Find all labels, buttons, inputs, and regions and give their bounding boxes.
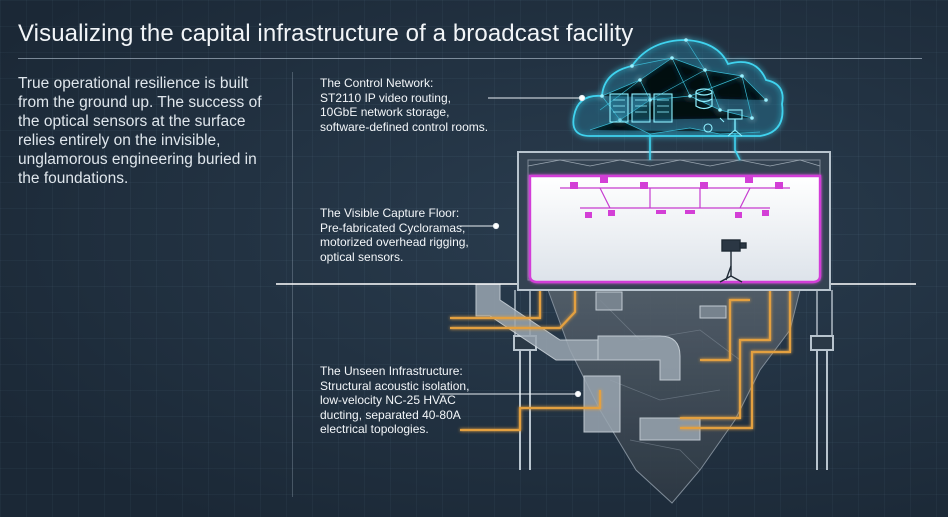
server-rack-icon bbox=[609, 93, 673, 123]
hvac-ducting bbox=[475, 283, 727, 441]
support-columns bbox=[513, 290, 834, 470]
camera-icon bbox=[719, 239, 747, 283]
callout-heading: The Visible Capture Floor: bbox=[320, 206, 460, 220]
camera-network-icon bbox=[703, 109, 743, 137]
callout-heading: The Control Network: bbox=[320, 76, 434, 90]
studio-shell bbox=[517, 151, 831, 291]
power-conduits bbox=[450, 290, 792, 432]
callout-capture-floor: The Visible Capture Floor: Pre-fabricate… bbox=[320, 206, 469, 264]
callout-body: Structural acoustic isolation, low-veloc… bbox=[320, 378, 470, 437]
callout-body: Pre-fabricated Cycloramas, motorized ove… bbox=[320, 220, 469, 264]
page-title: Visualizing the capital infrastructure o… bbox=[18, 20, 634, 47]
overhead-rigging bbox=[560, 187, 790, 209]
intro-paragraph: True operational resilience is built fro… bbox=[18, 75, 262, 187]
callout-control-network: The Control Network: ST2110 IP video rou… bbox=[320, 76, 488, 134]
callout-leaders bbox=[440, 94, 586, 398]
cyclorama-floor bbox=[528, 174, 822, 284]
callout-unseen-infrastructure: The Unseen Infrastructure: Structural ac… bbox=[320, 364, 469, 437]
database-icon bbox=[695, 88, 713, 110]
callout-heading: The Unseen Infrastructure: bbox=[320, 364, 463, 378]
title-divider bbox=[18, 58, 922, 59]
lighting-fixture-icon bbox=[570, 176, 783, 218]
cloud-network-icon bbox=[572, 38, 784, 137]
callout-body: ST2110 IP video routing, 10GbE network s… bbox=[320, 90, 489, 134]
